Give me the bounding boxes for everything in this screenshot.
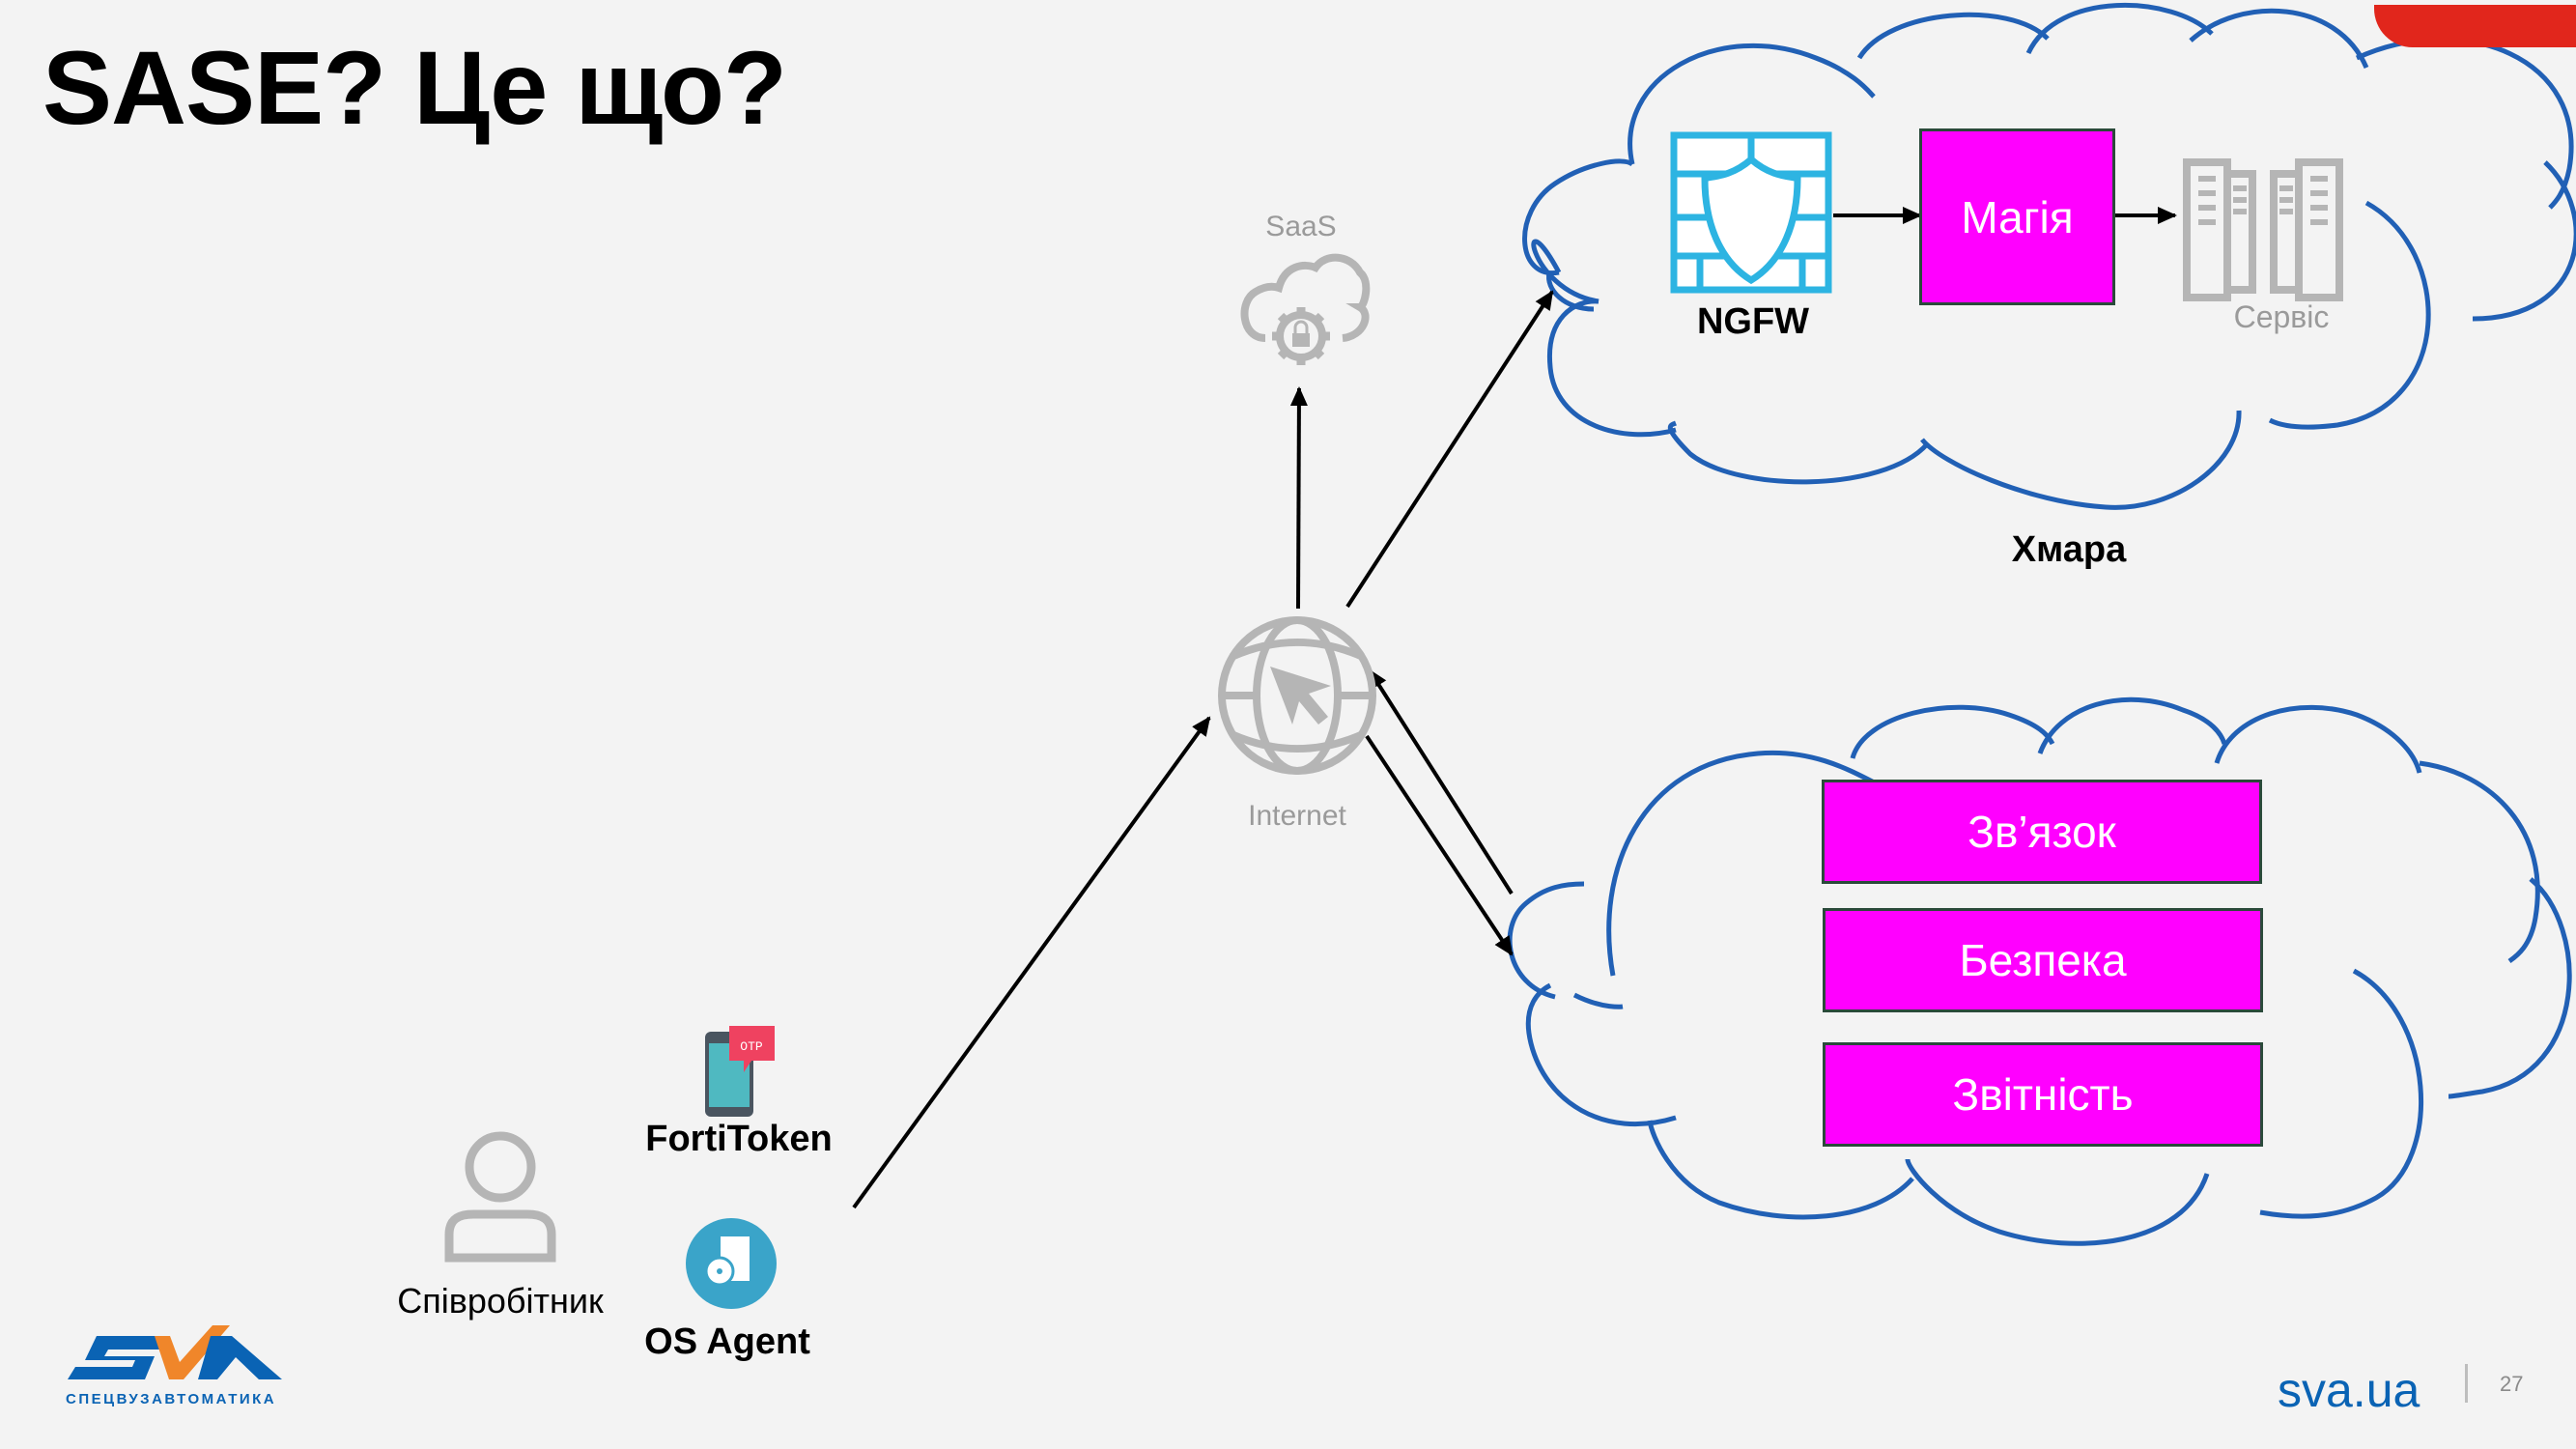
magic-label: Магія [1961,191,2074,242]
cloud-top-label: Хмара [2011,529,2127,570]
arrow-cloud-bottom-to-internet [1368,668,1514,895]
cloud-item-label: Зв’язок [1967,807,2116,857]
footer-divider [2465,1364,2468,1403]
fortitoken-label: FortiToken [645,1119,833,1159]
employee-label: Співробітник [397,1281,604,1321]
arrow-employee-to-internet [852,716,1211,1209]
slide-title: SASE? Це що? [42,29,787,146]
cloud-item-connectivity: Зв’язок [1822,780,2262,884]
arrow-internet-to-ngfw [1345,290,1554,609]
otp-badge-text: OTP [740,1039,763,1054]
service-label: Сервіс [2233,299,2330,334]
globe-cursor-icon [1218,616,1376,775]
ngfw-label: NGFW [1696,301,1810,342]
logo-tagline: СПЕЦВУЗАВТОМАТИКА [66,1391,277,1407]
cloud-item-label: Безпека [1959,935,2127,985]
cloud-item-security: Безпека [1823,908,2263,1012]
os-agent-label: OS Agent [644,1321,810,1362]
saas-label: SaaS [1265,211,1337,242]
user-icon [444,1131,556,1263]
phone-otp-icon: OTP [705,1026,775,1117]
footer-url-link[interactable]: sva.ua [2278,1363,2420,1417]
sva-logo-mark [68,1325,282,1379]
magic-box: Магія [1919,128,2115,305]
cloud-gear-lock-icon [1240,253,1371,365]
arrow-internet-to-saas [1289,386,1308,610]
cloud-item-label: Звітність [1952,1069,2134,1120]
cloud-item-reporting: Звітність [1823,1042,2263,1147]
arrow-internet-to-cloud-bottom [1365,734,1514,956]
internet-label: Internet [1248,800,1346,832]
agent-installer-icon [686,1218,777,1309]
cloud-bottom-outline [1507,696,2572,1246]
server-rack-icon [2183,158,2343,301]
firewall-shield-icon [1670,131,1832,294]
accent-bar [2374,5,2576,47]
page-number: 27 [2500,1372,2524,1396]
